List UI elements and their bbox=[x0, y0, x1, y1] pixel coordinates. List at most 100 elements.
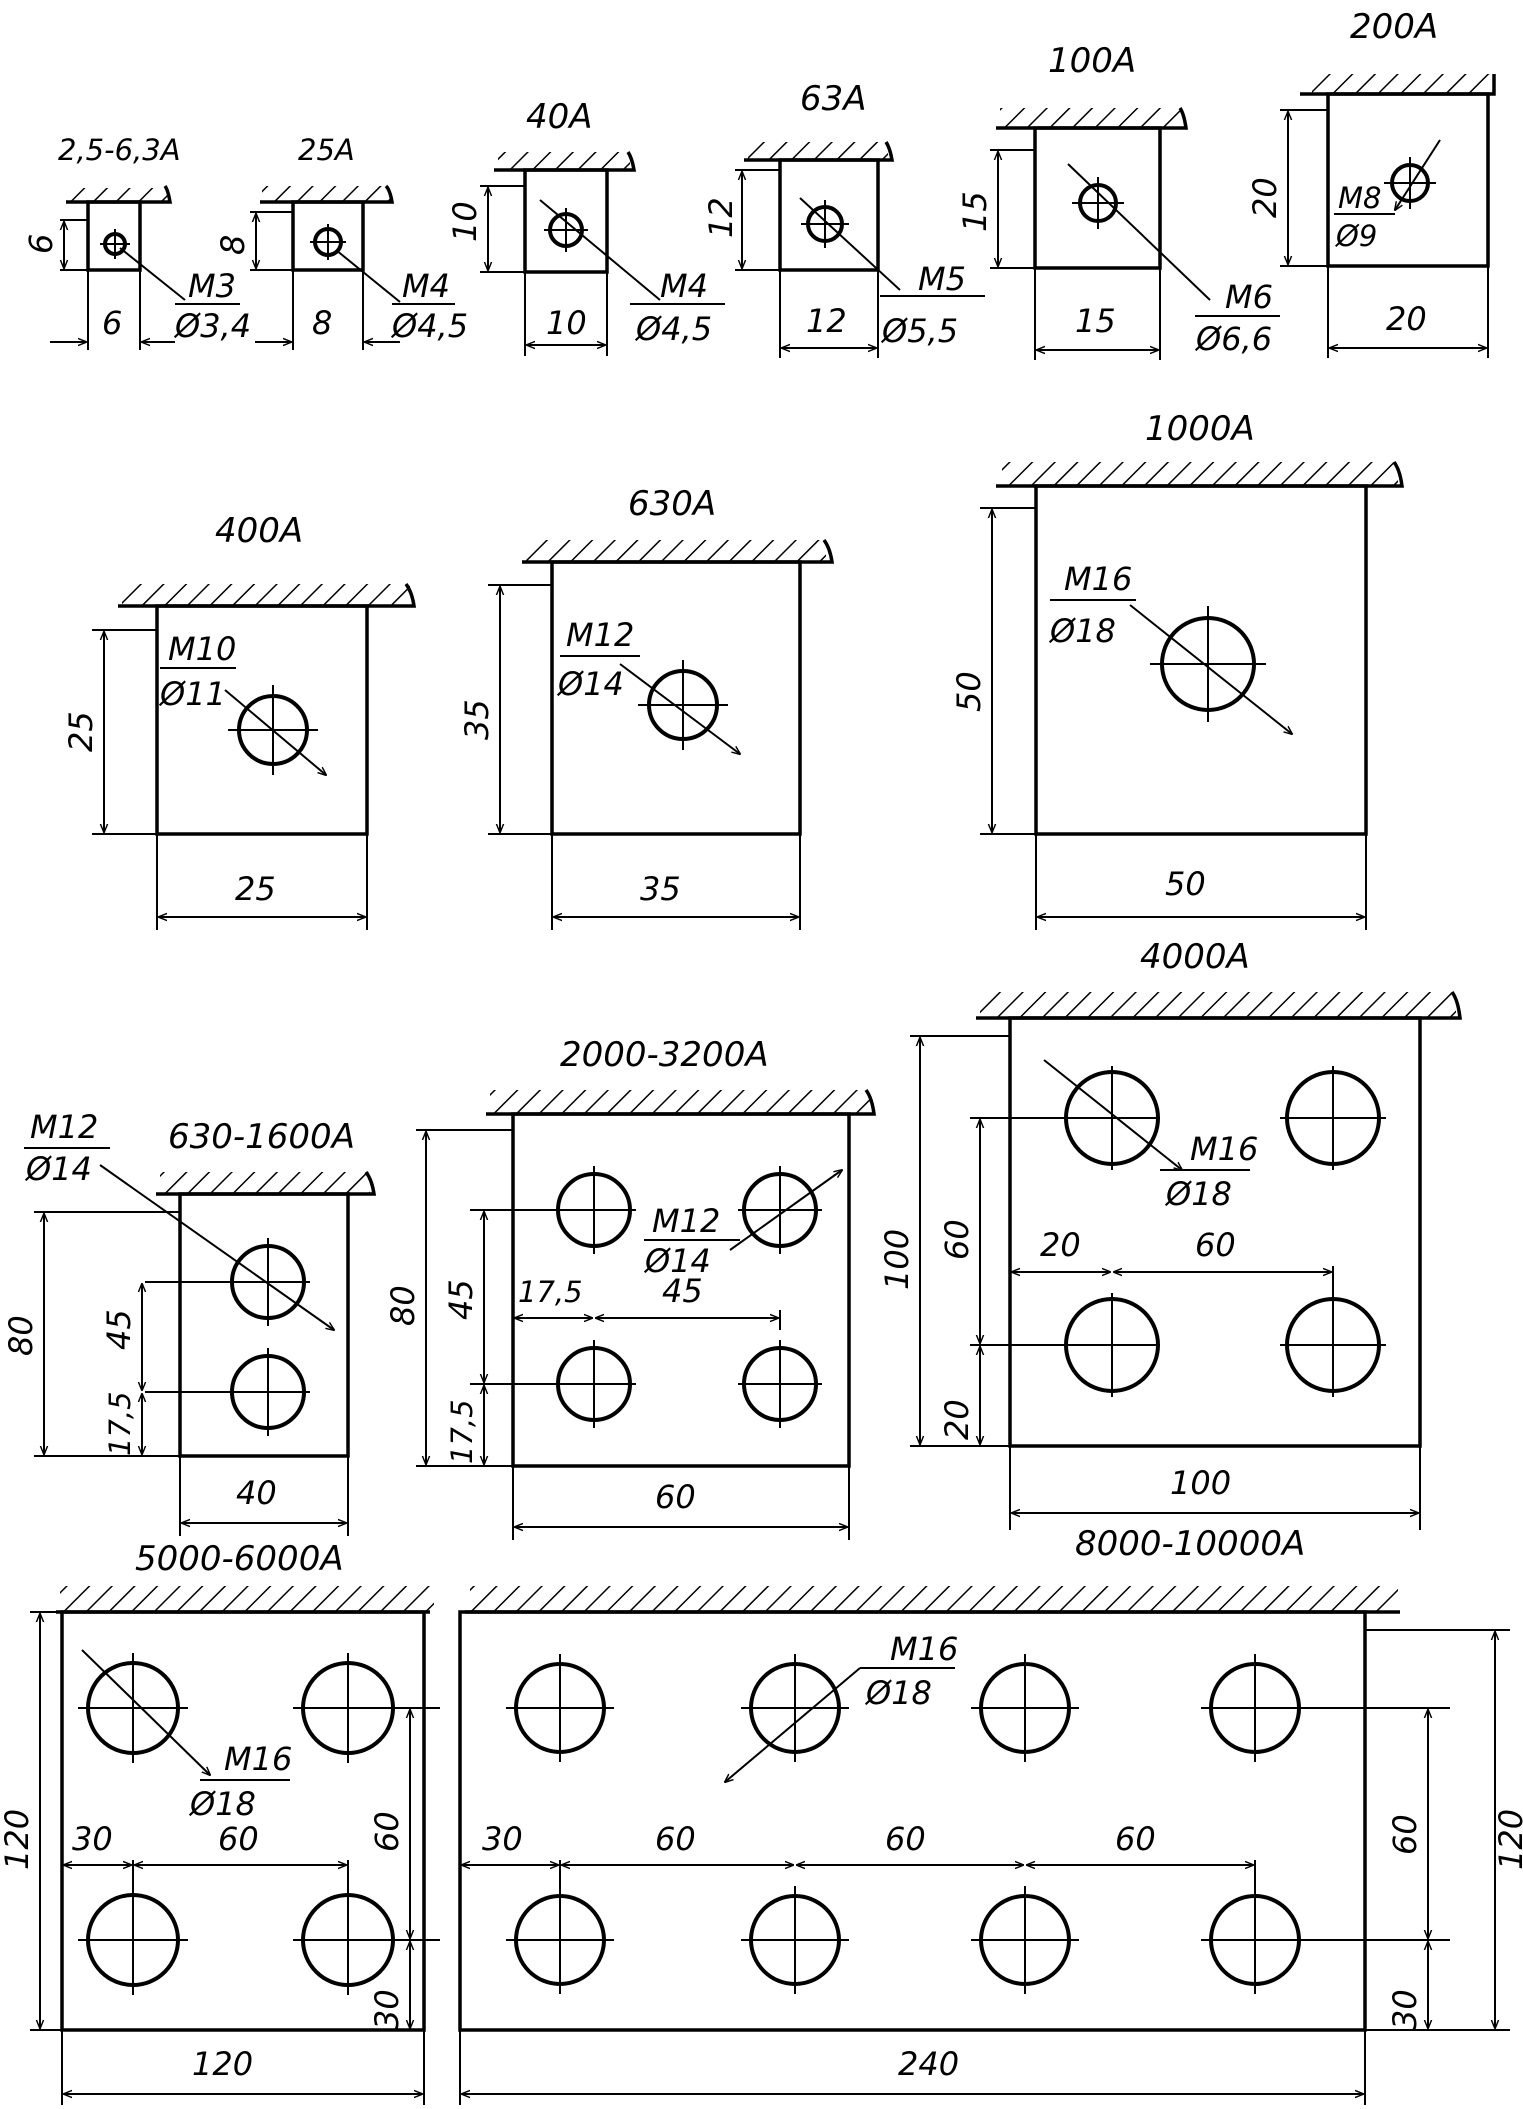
dim-edge-h-label: 30 bbox=[72, 1820, 113, 1858]
bore-label: Ø9 bbox=[1335, 219, 1377, 253]
thread-label: M12 bbox=[566, 616, 634, 654]
mount-line bbox=[494, 151, 637, 172]
dim-spacing-h-label: 60 bbox=[655, 1820, 696, 1858]
leader-line bbox=[1043, 1059, 1182, 1170]
hatch-mount bbox=[1002, 462, 1398, 486]
dim-spacing-h-label: 60 bbox=[218, 1820, 259, 1858]
dim-edge-label: 17,5 bbox=[103, 1391, 137, 1456]
part-1000a: 1000A M16 Ø18 50 50 bbox=[950, 409, 1404, 930]
part-5000-6000a: 5000-6000A M16 Ø18 120 60 30 30 60 bbox=[0, 1539, 440, 2105]
busbar-plate bbox=[778, 158, 880, 272]
mount-line bbox=[522, 538, 835, 564]
part-630a: 630A M12 Ø14 35 35 bbox=[458, 484, 835, 930]
busbar-plate bbox=[1033, 126, 1162, 270]
bore-label: Ø6,6 bbox=[1194, 320, 1272, 358]
thread-label: M16 bbox=[890, 1630, 958, 1668]
title-8000-10000a: 8000-10000A bbox=[1075, 1524, 1305, 1564]
busbar-plate bbox=[511, 1112, 851, 1468]
dim-width-label: 20 bbox=[1386, 300, 1427, 338]
leader-line bbox=[119, 247, 186, 301]
dim-height-label: 120 bbox=[0, 1809, 36, 1870]
dim-height-label: 50 bbox=[950, 671, 988, 712]
dim-spacing-h-label: 45 bbox=[662, 1272, 703, 1310]
thread-label: M12 bbox=[652, 1202, 720, 1240]
title-2000-3200a: 2000-3200A bbox=[560, 1035, 769, 1075]
mount-line bbox=[996, 460, 1404, 488]
mount-line bbox=[156, 1170, 377, 1196]
mount-line bbox=[260, 184, 395, 204]
dim-width-label: 15 bbox=[1075, 302, 1116, 340]
dim-height-label: 10 bbox=[446, 201, 484, 242]
dim-spacing-v-label: 60 bbox=[938, 1219, 976, 1260]
leader-line bbox=[81, 1649, 210, 1775]
mount-line bbox=[486, 1088, 876, 1116]
thread-label: M10 bbox=[168, 630, 236, 668]
title-63a: 63A bbox=[800, 79, 867, 119]
dim-height-label: 100 bbox=[878, 1229, 916, 1290]
bore-label: Ø18 bbox=[188, 1785, 256, 1823]
bore-label: Ø4,5 bbox=[390, 307, 468, 345]
bore-label: Ø14 bbox=[643, 1242, 711, 1280]
leader-line bbox=[619, 663, 740, 754]
dim-height-label: 6 bbox=[22, 234, 60, 254]
dim-width-label: 35 bbox=[640, 870, 681, 908]
part-400a: 400A M10 Ø11 25 25 bbox=[62, 511, 417, 930]
leader-line bbox=[224, 689, 326, 775]
dim-height-label: 80 bbox=[2, 1315, 40, 1356]
thread-label: M12 bbox=[30, 1108, 98, 1146]
mount-line bbox=[118, 582, 417, 608]
leader-line bbox=[729, 1170, 842, 1251]
dim-height-label: 12 bbox=[702, 197, 740, 238]
hatch-mount bbox=[490, 1090, 870, 1114]
title-630-1600a: 630-1600A bbox=[168, 1117, 355, 1157]
hatch-mount bbox=[1000, 108, 1182, 128]
leader-line bbox=[1067, 163, 1211, 301]
dim-spacing-h-label: 60 bbox=[1115, 1820, 1156, 1858]
dim-width-label: 25 bbox=[235, 870, 276, 908]
dim-height-label: 35 bbox=[458, 699, 496, 740]
busbar-plate bbox=[178, 1192, 350, 1458]
bore-label: Ø18 bbox=[1048, 612, 1116, 650]
thread-label: M16 bbox=[1190, 1130, 1258, 1168]
mount-line bbox=[976, 990, 1462, 1020]
part-25a: 25A 8 8 M4 Ø4,5 bbox=[214, 133, 468, 350]
dim-height-label: 20 bbox=[1246, 177, 1284, 218]
title-4000a: 4000A bbox=[1140, 937, 1250, 977]
dim-width-label: 240 bbox=[898, 2045, 959, 2083]
bore-label: Ø14 bbox=[556, 665, 624, 703]
thread-label: M8 bbox=[1338, 181, 1381, 215]
hatch-mount bbox=[60, 1586, 434, 1612]
dim-spacing-h-label: 60 bbox=[1195, 1226, 1236, 1264]
dim-height-label: 15 bbox=[956, 191, 994, 232]
part-8000-10000a: 8000-10000A M16 Ø18 120 bbox=[458, 1524, 1523, 2105]
busbar-plate bbox=[155, 604, 369, 836]
dim-height-label: 25 bbox=[62, 711, 100, 752]
dim-height-label: 80 bbox=[384, 1285, 422, 1326]
mount-line bbox=[996, 107, 1189, 130]
dim-height-label: 120 bbox=[1492, 1809, 1523, 1870]
dim-edge-v-label: 30 bbox=[368, 1989, 406, 2030]
bore-label: Ø3,4 bbox=[173, 307, 251, 345]
title-5000-6000a: 5000-6000A bbox=[135, 1539, 344, 1579]
thread-label: M4 bbox=[402, 267, 450, 305]
thread-label: M3 bbox=[188, 267, 236, 305]
bore-label: Ø4,5 bbox=[634, 310, 712, 348]
dim-spacing-label: 45 bbox=[100, 1309, 138, 1350]
leader-line bbox=[99, 1164, 334, 1330]
part-2-5-6-3a: 2,5-6,3A 6 6 M3 Ø3,4 bbox=[22, 133, 251, 350]
part-63a: 63A 12 12 M5 Ø5,5 bbox=[702, 79, 985, 358]
part-40a: 40A 10 10 M4 Ø4,5 bbox=[446, 97, 725, 356]
hatch-mount bbox=[122, 584, 410, 606]
busbar-plate bbox=[523, 168, 609, 274]
part-630-1600a: 630-1600A M12 Ø14 80 45 17,5 40 bbox=[2, 1108, 377, 1536]
dim-edge-v-label: 17,5 bbox=[445, 1399, 479, 1464]
dim-edge-h-label: 30 bbox=[482, 1820, 523, 1858]
bore-label: Ø11 bbox=[158, 675, 226, 713]
leader-line bbox=[799, 197, 901, 291]
dim-width-label: 50 bbox=[1165, 865, 1206, 903]
dim-spacing-v-label: 60 bbox=[368, 1811, 406, 1852]
leader-line bbox=[335, 249, 401, 303]
title-200a: 200A bbox=[1350, 7, 1438, 47]
bore-label: Ø18 bbox=[864, 1674, 932, 1712]
